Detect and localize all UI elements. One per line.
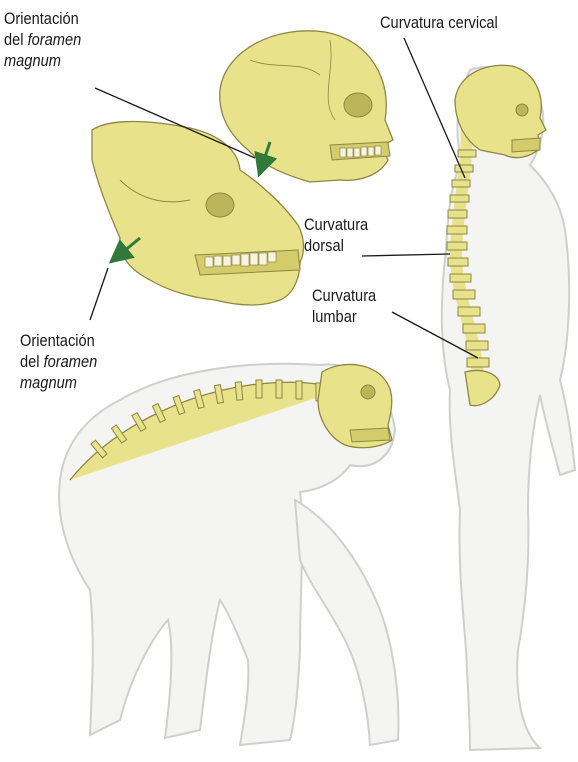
label-dorsal-line2: dorsal — [304, 235, 368, 256]
leader-dorsal — [362, 254, 450, 256]
label-foramen-top-magnum: magnum — [4, 51, 61, 70]
label-foramen-top-foramen: foramen — [28, 30, 82, 49]
label-dorsal-line1: Curvatura — [304, 214, 368, 235]
label-cervical: Curvatura cervical — [380, 12, 498, 33]
label-foramen-bottom-line1: Orientación — [20, 330, 97, 351]
label-foramen-top: Orientación del foramen magnum — [4, 8, 81, 71]
label-lumbar-line1: Curvatura — [312, 285, 376, 306]
label-foramen-bottom-line3: magnum — [20, 372, 97, 393]
leader-foramen-bottom — [90, 268, 108, 320]
human-skull-large — [220, 31, 393, 182]
label-foramen-top-line2: del foramen — [4, 29, 81, 50]
label-foramen-bottom-line2: del foramen — [20, 351, 97, 372]
label-foramen-top-del: del — [4, 30, 28, 49]
label-foramen-bottom-magnum: magnum — [20, 373, 77, 392]
label-foramen-bottom-del: del — [20, 352, 44, 371]
label-lumbar-line2: lumbar — [312, 306, 376, 327]
label-foramen-top-line3: magnum — [4, 50, 81, 71]
label-foramen-top-line1: Orientación — [4, 8, 81, 29]
label-lumbar: Curvatura lumbar — [312, 285, 376, 327]
label-dorsal: Curvatura dorsal — [304, 214, 368, 256]
label-foramen-bottom: Orientación del foramen magnum — [20, 330, 97, 393]
label-foramen-bottom-foramen: foramen — [44, 352, 98, 371]
